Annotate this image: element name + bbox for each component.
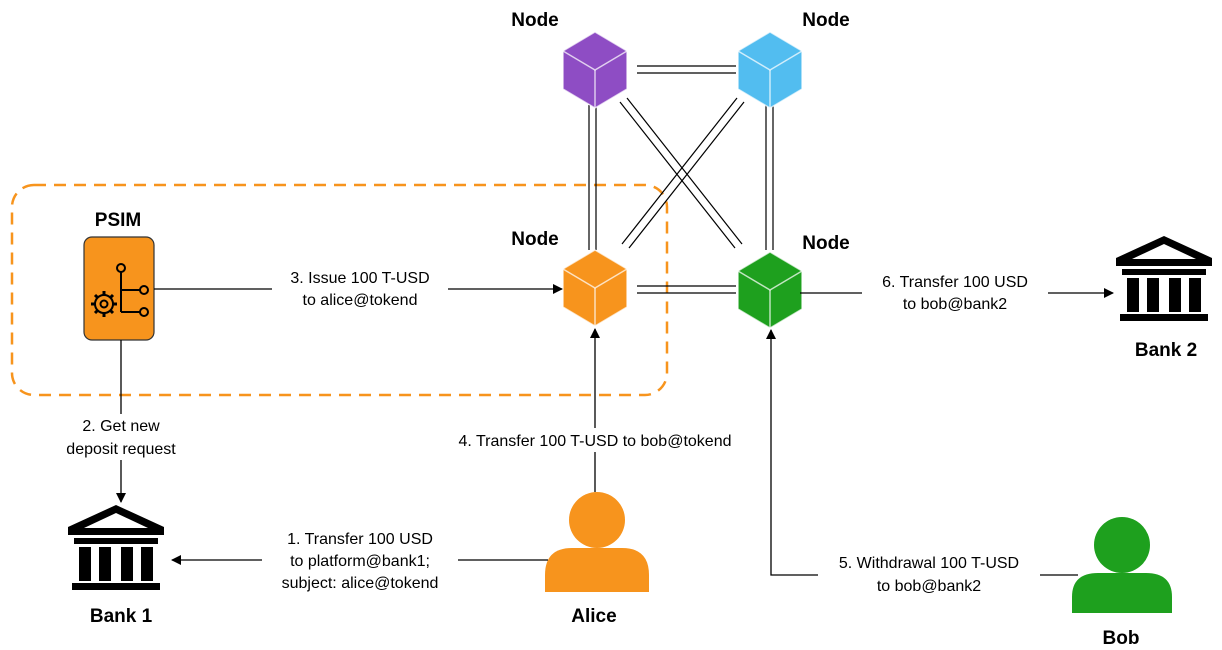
step5-label: 5. Withdrawal 100 T-USD to bob@bank2: [818, 550, 1040, 600]
svg-text:4. Transfer 100 T-USD to bob@t: 4. Transfer 100 T-USD to bob@tokend: [459, 433, 732, 450]
bank-icon: [1116, 236, 1212, 321]
cube-icon: [737, 251, 803, 329]
alice: Alice: [545, 492, 649, 627]
user-icon: [545, 492, 649, 592]
cube-icon: [562, 249, 628, 327]
node-top-left: Node: [511, 10, 628, 109]
step2-label: 2. Get new deposit request: [52, 414, 192, 460]
psim-box: [83, 236, 155, 341]
step1-label: 1. Transfer 100 USD to platform@bank1; s…: [262, 527, 458, 593]
bank-2: Bank 2: [1116, 236, 1212, 361]
bob-label: Bob: [1103, 628, 1140, 649]
svg-text:5. Withdrawal 100 T-USD: 5. Withdrawal 100 T-USD: [839, 555, 1019, 572]
user-icon: [1072, 517, 1172, 613]
svg-text:subject: alice@tokend: subject: alice@tokend: [282, 575, 439, 592]
bank-2-label: Bank 2: [1135, 340, 1197, 361]
bob: Bob: [1072, 517, 1172, 649]
node-label: Node: [802, 10, 850, 31]
bank-1-label: Bank 1: [90, 606, 153, 627]
psim-boundary: [10, 183, 669, 397]
step4-label: 4. Transfer 100 T-USD to bob@tokend: [425, 428, 765, 452]
svg-text:to bob@bank2: to bob@bank2: [903, 296, 1007, 313]
cube-icon: [562, 31, 628, 109]
cube-icon: [737, 31, 803, 109]
psim: PSIM: [83, 210, 155, 341]
step6-label: 6. Transfer 100 USD to bob@bank2: [862, 270, 1048, 318]
bank-icon: [68, 505, 164, 590]
svg-text:3. Issue 100 T-USD: 3. Issue 100 T-USD: [290, 270, 429, 287]
node-top-right: Node: [737, 10, 850, 109]
svg-text:2. Get new: 2. Get new: [82, 418, 160, 435]
step5-arrow: [766, 329, 1078, 576]
node-network-links: [588, 65, 774, 294]
bank-1: Bank 1: [68, 505, 164, 627]
node-label: Node: [511, 10, 559, 31]
alice-label: Alice: [571, 606, 616, 627]
node-mid-right: Node: [737, 233, 850, 329]
node-label: Node: [511, 229, 559, 250]
svg-text:1. Transfer 100 USD: 1. Transfer 100 USD: [287, 531, 433, 548]
svg-text:to alice@tokend: to alice@tokend: [303, 292, 418, 309]
svg-text:to platform@bank1;: to platform@bank1;: [290, 553, 430, 570]
svg-text:deposit request: deposit request: [66, 441, 176, 458]
psim-label: PSIM: [95, 210, 141, 231]
svg-text:to bob@bank2: to bob@bank2: [877, 578, 981, 595]
node-mid-left: Node: [511, 229, 628, 327]
step3-label: 3. Issue 100 T-USD to alice@tokend: [272, 265, 448, 313]
svg-text:6. Transfer 100 USD: 6. Transfer 100 USD: [882, 274, 1028, 291]
node-label: Node: [802, 233, 850, 254]
settings-flow-icon: [91, 263, 149, 317]
